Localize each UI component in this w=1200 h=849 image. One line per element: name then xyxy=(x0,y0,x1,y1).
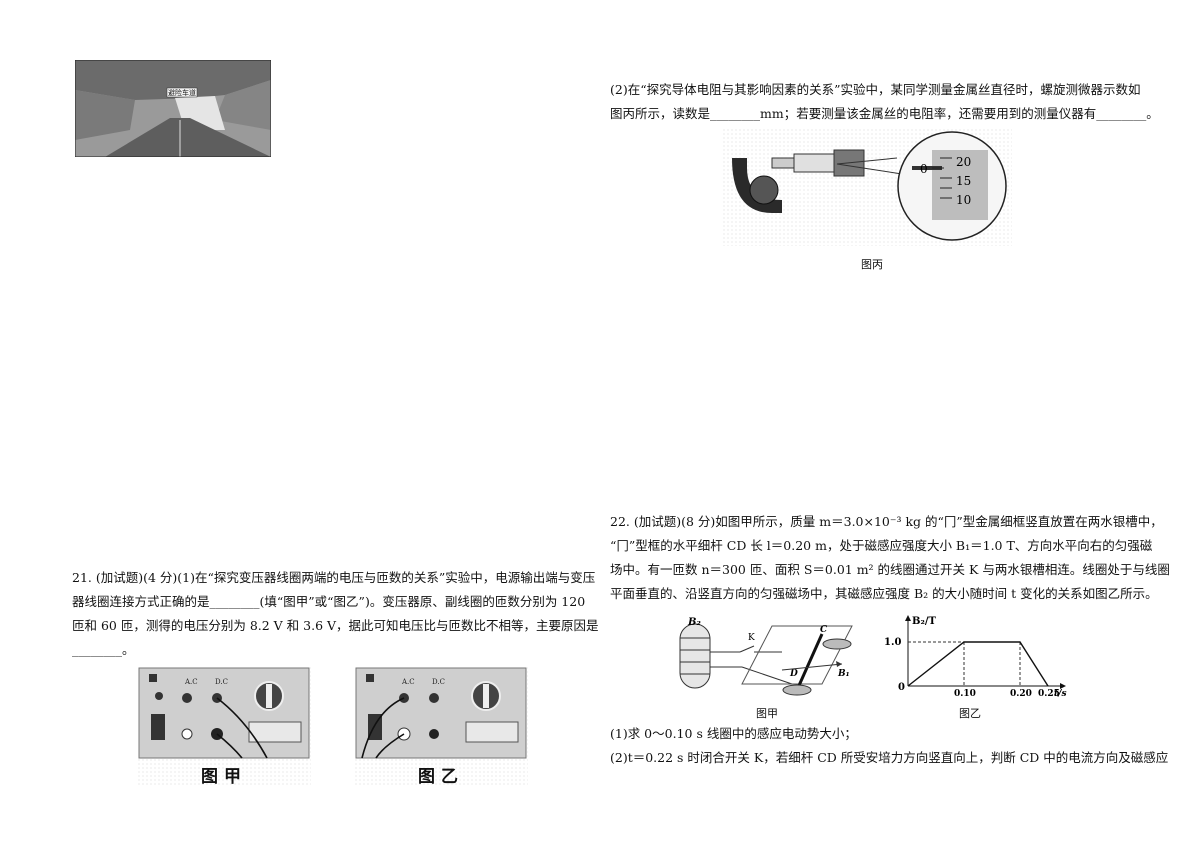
sign-text: 避险车道 xyxy=(168,88,196,97)
q22-line-1: 22. (加试题)(8 分)如图甲所示，质量 m＝3.0×10⁻³ kg 的“冂… xyxy=(610,514,1163,529)
fig-a-b1: B₁ xyxy=(837,669,850,679)
panel-dc-label: D.C xyxy=(215,678,228,686)
q21-line-4: ________。 xyxy=(72,642,135,657)
q22-fig-a-caption: 图甲 xyxy=(756,707,778,720)
fig-a-d: D xyxy=(789,669,798,679)
q21-fig-b-caption: 图乙 xyxy=(418,767,464,787)
q21-text: 21. (加试题)(4 分)(1)在“探究变压器线圈两端的电压与匝数的关系”实验… xyxy=(72,566,599,662)
q22-fig-b-caption: 图乙 xyxy=(959,707,981,720)
panel-dc-label-b: D.C xyxy=(432,678,445,686)
scale-15: 15 xyxy=(956,174,971,188)
q22-line-3: 场中。有一匝数 n＝300 匝、面积 S＝0.01 m² 的线圈通过开关 K 与… xyxy=(610,562,1170,577)
fig-c-caption: 图丙 xyxy=(861,258,883,271)
fig-a-b2: B₂ xyxy=(687,617,701,628)
q21-figure-b: A.C D.C 图乙 xyxy=(354,666,528,787)
q22-text: 22. (加试题)(8 分)如图甲所示，质量 m＝3.0×10⁻³ kg 的“冂… xyxy=(610,510,1170,606)
q21-2-text: (2)在“探究导体电阻与其影响因素的关系”实验中，某同学测量金属丝直径时，螺旋测… xyxy=(610,78,1159,126)
q21-2-line-1: (2)在“探究导体电阻与其影响因素的关系”实验中，某同学测量金属丝直径时，螺旋测… xyxy=(610,82,1141,97)
q22-line-2: “冂”型框的水平细杆 CD 长 l＝0.20 m，处于磁感应强度大小 B₁＝1.… xyxy=(610,538,1153,553)
chart-y-tick: 1.0 xyxy=(884,637,901,648)
b2-chart-svg: B₂/T t/s 0 1.0 0.10 0.20 0.25 xyxy=(884,615,1067,699)
scale-zero: 0 xyxy=(920,162,928,176)
x-tick-label: 0.20 xyxy=(1010,689,1032,698)
q22-line-4: 平面垂直的、沿竖直方向的匀强磁场中，其磁感应强度 B₂ 的大小随时间 t 变化的… xyxy=(610,586,1158,601)
q21-line-2: 器线圈连接方式正确的是________(填“图甲”或“图乙”)。变压器原、副线圈… xyxy=(72,594,586,609)
x-tick-label: 0.25 xyxy=(1038,689,1060,698)
y-axis-arrow xyxy=(905,615,911,621)
q21-line-1: 21. (加试题)(4 分)(1)在“探究变压器线圈两端的电压与匝数的关系”实验… xyxy=(72,570,596,585)
chart-ylabel: B₂/T xyxy=(912,616,936,627)
fig-a-c: C xyxy=(820,625,828,635)
q21-line-3: 匝和 60 匝，测得的电压分别为 8.2 V 和 3.6 V，据此可知电压比与匝… xyxy=(72,618,599,633)
b2-series-line xyxy=(907,641,1049,687)
b2-time-chart: B₂/T t/s 0 1.0 0.10 0.20 0.25 xyxy=(878,612,1078,699)
fig-a-k: K xyxy=(748,633,755,643)
micrometer-figure: 0 20 15 10 xyxy=(722,128,1012,246)
chart-xlabel: t/s xyxy=(1054,689,1067,698)
q22-sub-2: (2)t＝0.22 s 时闭合开关 K，若细杆 CD 所受安培力方向竖直向上，判… xyxy=(610,750,1169,765)
q22-figure-a: B₂ K C D B₁ xyxy=(672,612,862,698)
panel-ac-label: A.C xyxy=(184,678,198,686)
q21-figure-a: A.C D.C 图甲 xyxy=(137,666,311,787)
chart-origin: 0 xyxy=(898,682,905,693)
q21-2-line-2: 图丙所示，读数是________mm；若要测量该金属丝的电阻率，还需要用到的测量… xyxy=(610,106,1159,121)
panel-ac-label-b: A.C xyxy=(401,678,415,686)
q22-sub-1: (1)求 0～0.10 s 线圈中的感应电动势大小； xyxy=(610,726,857,741)
scale-10: 10 xyxy=(956,193,971,207)
escape-lane-photo: 避险车道 xyxy=(74,59,272,158)
q21-fig-a-caption: 图甲 xyxy=(201,767,247,787)
x-axis-arrow xyxy=(1060,683,1066,689)
x-tick-label: 0.10 xyxy=(954,689,976,698)
scale-20: 20 xyxy=(956,155,971,169)
q22-subquestions: (1)求 0～0.10 s 线圈中的感应电动势大小； (2)t＝0.22 s 时… xyxy=(610,722,1169,770)
